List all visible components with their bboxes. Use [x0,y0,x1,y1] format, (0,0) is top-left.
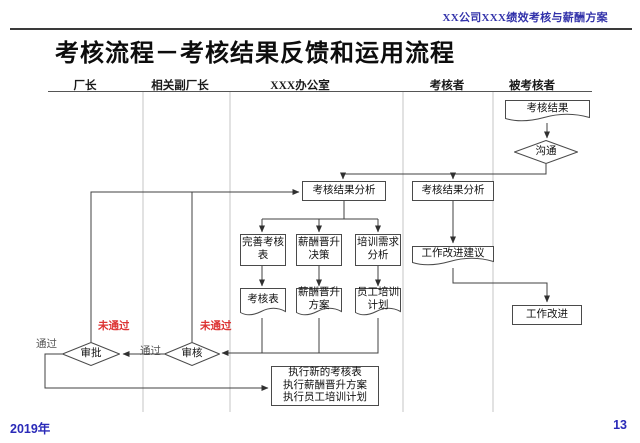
lane-header-assessee: 被考核者 [509,80,555,92]
node-execute-line-2: 执行薪酬晋升方案 [283,379,367,391]
node-approval-label: 审批 [80,347,102,359]
node-work-improvement-suggestion-doc: 工作改进建议 [412,246,494,268]
node-review-decision: 审核 [164,342,220,366]
node-assessment-result-label: 考核结果 [526,102,569,114]
node-result-analysis-assessor-label: 考核结果分析 [421,184,485,196]
node-improve-assessment-form: 完善考核表 [240,234,286,266]
edge-communicate-to-office-analysis [340,164,547,180]
node-work-improvement-label: 工作改进 [526,308,568,320]
edge-label-pass-review: 通过 [140,346,161,357]
node-review-label: 审核 [181,347,203,359]
edge-suggestion-to-work-improvement [452,268,550,303]
node-approval-decision: 审批 [62,342,120,366]
lane-header-underline [48,91,592,92]
node-salary-promotion-plan-label: 薪酬晋升方案 [298,287,340,311]
node-communicate-decision: 沟通 [514,140,578,164]
edge-label-fail-approval: 未通过 [98,321,130,332]
footer-page-number: 13 [613,418,627,432]
lane-header-office: XXX办公室 [270,80,330,92]
node-assessment-form-label: 考核表 [247,293,279,305]
node-result-analysis-office: 考核结果分析 [302,181,386,201]
node-training-needs-analysis-label: 培训需求分析 [357,237,399,261]
node-result-analysis-office-label: 考核结果分析 [312,184,376,196]
node-salary-promotion-plan-doc: 薪酬晋升方案 [296,287,342,318]
edge-label-fail-review: 未通过 [200,321,232,332]
node-execute-plans: 执行新的考核表 执行薪酬晋升方案 执行员工培训计划 [271,366,379,406]
lane-header-factory-director: 厂长 [73,80,97,92]
node-work-improvement: 工作改进 [512,305,582,325]
node-improve-assessment-form-label: 完善考核表 [242,237,284,261]
node-employee-training-plan-doc: 员工培训计划 [355,287,401,318]
node-assessment-result-doc: 考核结果 [505,100,590,124]
node-result-analysis-assessor: 考核结果分析 [412,181,494,201]
node-salary-promotion-decision-label: 薪酬晋升决策 [298,237,340,261]
node-salary-promotion-decision: 薪酬晋升决策 [296,234,342,266]
lane-header-assessor: 考核者 [429,80,465,92]
edge-office-analysis-branch [262,201,378,220]
node-execute-line-3: 执行员工培训计划 [283,392,367,404]
edge-label-pass-approval: 通过 [36,339,57,350]
node-training-needs-analysis: 培训需求分析 [355,234,401,266]
edge-docs-to-review [222,318,379,353]
node-execute-line-1: 执行新的考核表 [288,366,362,378]
node-work-improvement-suggestion-label: 工作改进建议 [421,247,485,259]
footer-year: 2019年 [10,422,51,436]
node-employee-training-plan-label: 员工培训计划 [357,287,399,311]
lane-header-deputy-director: 相关副厂长 [151,80,209,92]
node-communicate-label: 沟通 [535,145,557,157]
page-title: 考核流程－考核结果反馈和运用流程 [55,41,455,67]
header-divider [10,28,632,30]
node-assessment-form-doc: 考核表 [240,288,286,318]
slide-header-brand: XX公司XXX绩效考核与薪酬方案 [442,12,608,24]
